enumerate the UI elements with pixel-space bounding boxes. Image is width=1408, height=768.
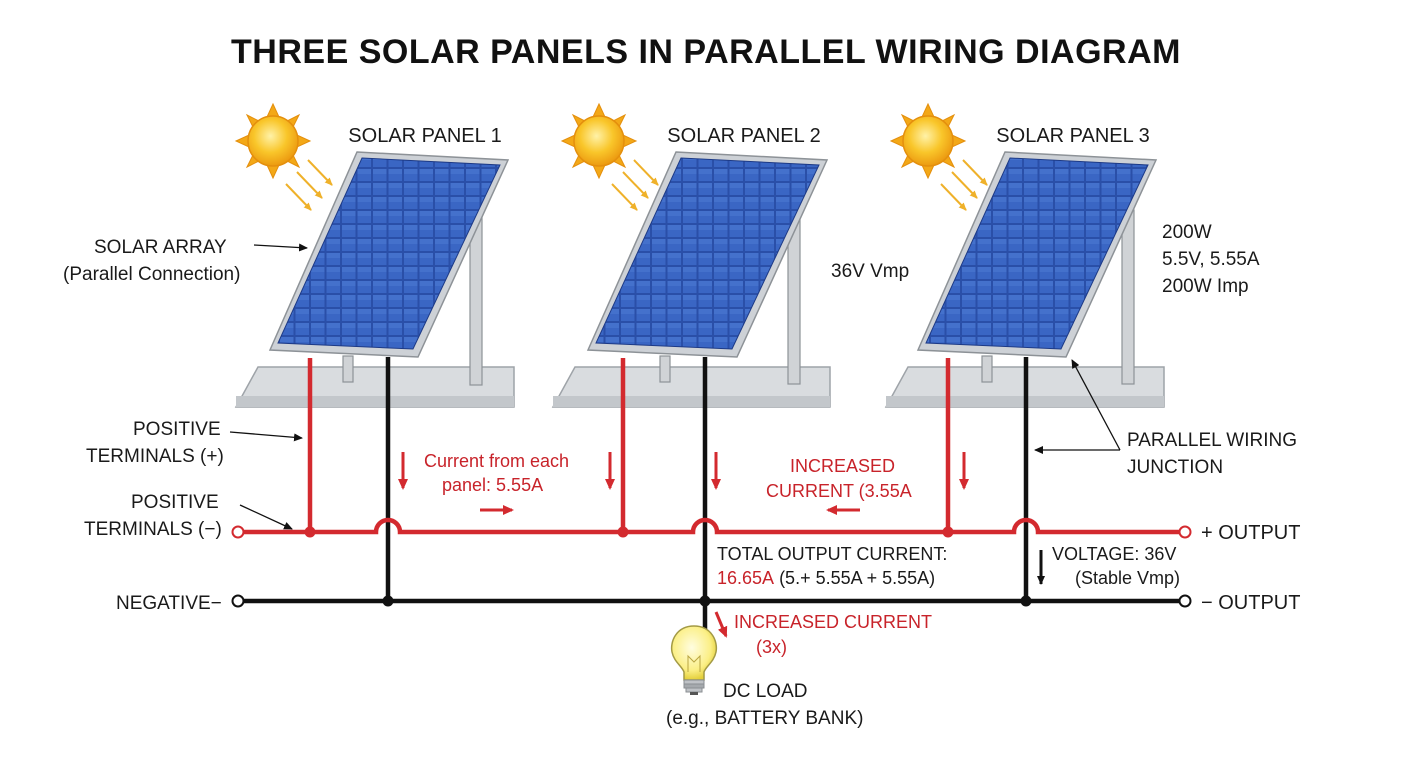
- solar-array-sublabel: (Parallel Connection): [63, 264, 240, 285]
- positive-wires: [307, 358, 951, 532]
- junction-sublabel: JUNCTION: [1127, 457, 1223, 478]
- current-each-label: Current from each: [424, 451, 569, 471]
- vmp-label: 36V Vmp: [831, 261, 909, 282]
- dc-load-label: DC LOAD: [723, 681, 807, 702]
- increased-current-label: INCREASED: [790, 456, 895, 476]
- positive-terminals-label: POSITIVE: [133, 419, 221, 440]
- voltage-sublabel: (Stable Vmp): [1075, 568, 1180, 588]
- negative-label: NEGATIVE−: [116, 593, 222, 614]
- plus-output-label: + OUTPUT: [1201, 522, 1300, 544]
- sun-icon: [889, 102, 967, 180]
- panel-support: [1121, 209, 1135, 385]
- positive-bus: [243, 517, 1180, 535]
- junction-label: PARALLEL WIRING: [1127, 430, 1297, 451]
- spec-imp: 200W Imp: [1162, 276, 1249, 297]
- solar-array-label: SOLAR ARRAY: [94, 237, 227, 258]
- negative-terminals-label: POSITIVE: [131, 492, 219, 513]
- increased-current-sublabel: CURRENT (3.55A: [766, 481, 912, 501]
- terminals: [231, 525, 1192, 608]
- panel-label: SOLAR PANEL 1: [348, 125, 501, 147]
- panel-cells: [595, 157, 820, 350]
- spec-watts: 200W: [1162, 222, 1212, 243]
- voltage-label: VOLTAGE: 36V: [1052, 544, 1176, 564]
- spec-volts-amps: 5.5V, 5.55A: [1162, 249, 1260, 270]
- panel-label: SOLAR PANEL 3: [996, 125, 1149, 147]
- lightbulb-icon: [670, 625, 718, 695]
- positive-terminals-sublabel: TERMINALS (+): [86, 446, 224, 467]
- increased-load-sublabel: (3x): [756, 637, 787, 657]
- panel-cells: [925, 157, 1149, 350]
- junction-dots: [304, 526, 1032, 607]
- increased-load-label: INCREASED CURRENT: [734, 612, 932, 632]
- dc-load-sublabel: (e.g., BATTERY BANK): [666, 708, 863, 729]
- total-output-label: TOTAL OUTPUT CURRENT:: [717, 544, 947, 564]
- solar-panel-1: [234, 151, 515, 408]
- panel-cells: [277, 157, 501, 350]
- pointer-lines: [229, 243, 1121, 530]
- total-output-formula: (5.+ 5.55A + 5.55A): [779, 568, 935, 588]
- page-title: THREE SOLAR PANELS IN PARALLEL WIRING DI…: [231, 33, 1181, 71]
- current-each-sublabel: panel: 5.55A: [442, 475, 543, 495]
- negative-terminals-sublabel: TERMINALS (−): [84, 519, 222, 540]
- sun-icon: [234, 102, 312, 180]
- negative-wires: [385, 357, 1029, 640]
- minus-output-label: − OUTPUT: [1201, 592, 1300, 614]
- sun-icon: [560, 102, 638, 180]
- solar-panel-2: [551, 151, 831, 408]
- sun-rays: [940, 159, 988, 211]
- sun-rays: [285, 159, 333, 211]
- panel-label: SOLAR PANEL 2: [667, 125, 820, 147]
- total-output-amps: 16.65A: [717, 568, 774, 588]
- total-output-value: 16.65A(5.+ 5.55A + 5.55A): [717, 568, 935, 588]
- sun-rays: [611, 159, 659, 211]
- current-arrows: [398, 452, 969, 638]
